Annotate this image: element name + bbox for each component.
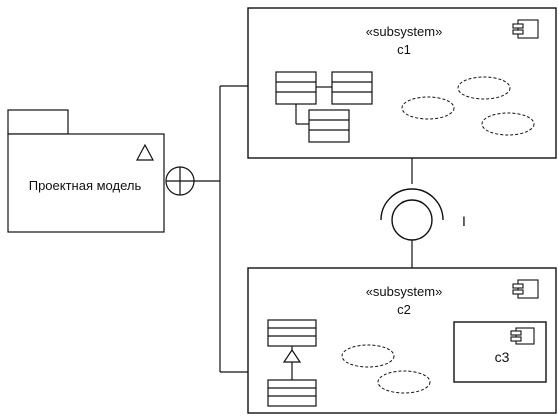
- triangle-icon: [136, 143, 154, 161]
- design-model-package[interactable]: Проектная модель: [7, 109, 165, 233]
- subsystem-c2-name: c2: [397, 302, 411, 317]
- class-diagram-c1: [275, 71, 373, 143]
- ball: [391, 199, 433, 241]
- interface-name: I: [462, 213, 466, 229]
- class-diagram-c2: [267, 319, 317, 407]
- package-label: Проектная модель: [29, 178, 142, 193]
- interface-I[interactable]: I: [380, 158, 466, 268]
- subsystem-c1-stereotype: «subsystem»: [366, 24, 443, 39]
- package-tab: [7, 109, 69, 135]
- subsystem-c1-name: c1: [397, 42, 411, 57]
- subsystem-c2[interactable]: «subsystem» c2: [247, 267, 557, 414]
- subsystem-c1[interactable]: «subsystem» c1: [247, 7, 557, 159]
- containment-lines: [194, 85, 248, 373]
- component-icon: [512, 279, 539, 299]
- package-body: [7, 133, 165, 233]
- circle-plus-icon: [165, 166, 195, 196]
- use-cases-c1: [401, 76, 535, 136]
- component-icon: [512, 19, 539, 39]
- component-c3-name: c3: [495, 349, 510, 365]
- socket: [380, 188, 444, 221]
- subsystem-c2-stereotype: «subsystem»: [366, 284, 443, 299]
- component-c3[interactable]: c3: [453, 321, 547, 383]
- component-icon: [510, 327, 535, 345]
- use-cases-c2: [341, 344, 431, 394]
